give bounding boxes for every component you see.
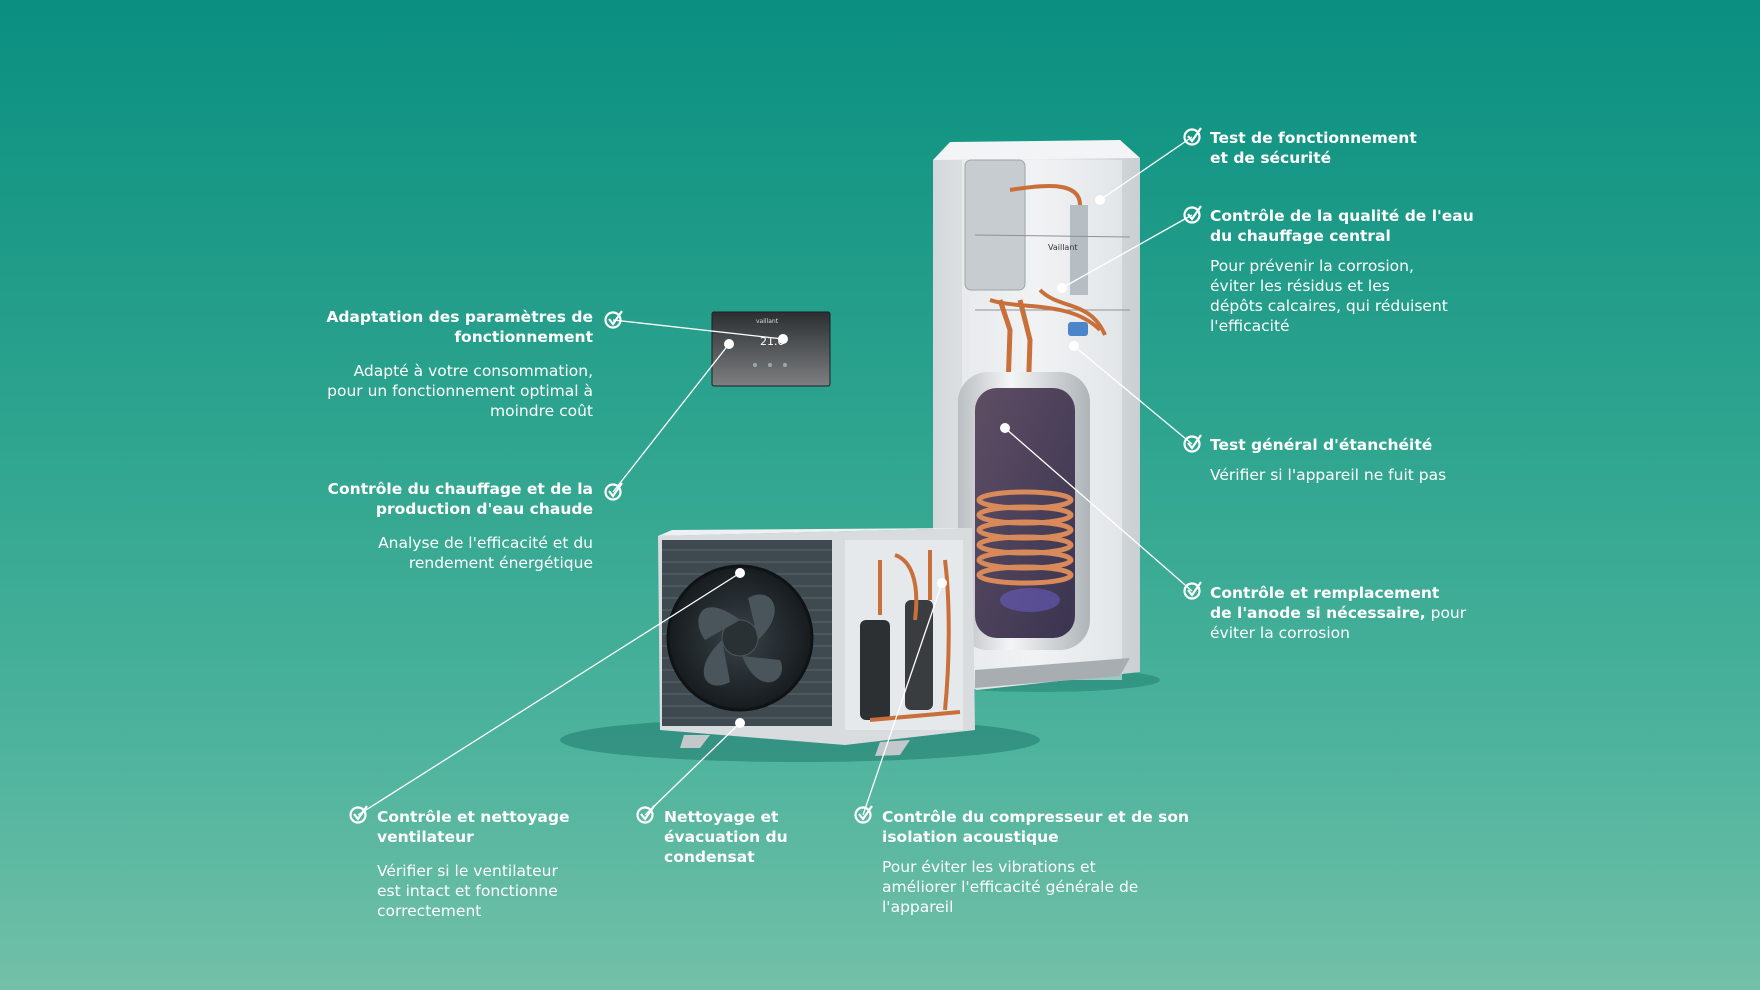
callout-title: Test général d'étanchéité	[1210, 436, 1433, 454]
indoor-brand: Vaillant	[1048, 243, 1078, 252]
callout-title: Adaptation des paramètres de fonctionnem…	[326, 308, 593, 346]
callout-anode: Contrôle et remplacement de l'anode si n…	[1210, 583, 1550, 643]
callout-condensat: Nettoyage et évacuation du condensat	[664, 807, 844, 867]
callout-description: éviter la corrosion	[1210, 624, 1350, 642]
callout-ventilateur: Contrôle et nettoyage ventilateur Vérifi…	[377, 807, 627, 921]
callout-etancheite: Test général d'étanchéité Vérifier si l'…	[1210, 435, 1540, 485]
callout-title: Contrôle et nettoyage ventilateur	[377, 808, 570, 846]
controller-brand: vaillant	[756, 318, 779, 325]
check-icon	[1183, 581, 1202, 600]
callout-title: Contrôle du chauffage et de la productio…	[327, 480, 593, 518]
callout-title: Contrôle de la qualité de l'eau du chauf…	[1210, 207, 1474, 245]
callout-description: Analyse de l'efficacité et du rendement …	[378, 534, 593, 572]
callout-description: Vérifier si l'appareil ne fuit pas	[1210, 466, 1447, 484]
callout-description: Pour éviter les vibrations et améliorer …	[882, 858, 1139, 916]
check-icon	[854, 805, 873, 824]
thermostat-controller: vaillant 21.0	[711, 311, 831, 387]
callout-title: Test de fonctionnement et de sécurité	[1210, 129, 1417, 167]
check-icon	[604, 482, 623, 501]
check-icons	[349, 127, 1202, 824]
callout-test-fonctionnement: Test de fonctionnement et de sécurité	[1210, 128, 1540, 168]
check-icon	[636, 805, 655, 824]
check-icon	[1183, 434, 1202, 453]
callout-qualite-eau: Contrôle de la qualité de l'eau du chauf…	[1210, 206, 1550, 336]
connector-dots	[724, 195, 1105, 728]
connector-lines	[357, 136, 1193, 816]
indoor-unit: Vaillant	[933, 140, 1140, 690]
callout-title: Nettoyage et évacuation du condensat	[664, 808, 788, 866]
callout-title: Contrôle et remplacement de l'anode si n…	[1210, 583, 1550, 623]
callout-description: Adapté à votre consommation, pour un fon…	[327, 362, 593, 420]
callout-title-bold: Contrôle et remplacement de l'anode si n…	[1210, 584, 1440, 622]
heat-coil	[976, 489, 1074, 586]
callout-title: Contrôle du compresseur et de son isolat…	[882, 808, 1190, 846]
check-icon	[349, 805, 368, 824]
callout-description: Pour prévenir la corrosion, éviter les r…	[1210, 257, 1448, 335]
check-icon	[1183, 127, 1202, 146]
callout-chauffage: Contrôle du chauffage et de la productio…	[300, 479, 593, 573]
callout-description: Vérifier si le ventilateur est intact et…	[377, 862, 558, 920]
check-icon	[604, 310, 623, 329]
callout-compresseur: Contrôle du compresseur et de son isolat…	[882, 807, 1212, 917]
check-icon	[1183, 205, 1202, 224]
callout-adaptation: Adaptation des paramètres de fonctionnem…	[300, 307, 593, 421]
outdoor-unit	[658, 528, 975, 756]
callout-title-tail: pour	[1425, 604, 1467, 622]
